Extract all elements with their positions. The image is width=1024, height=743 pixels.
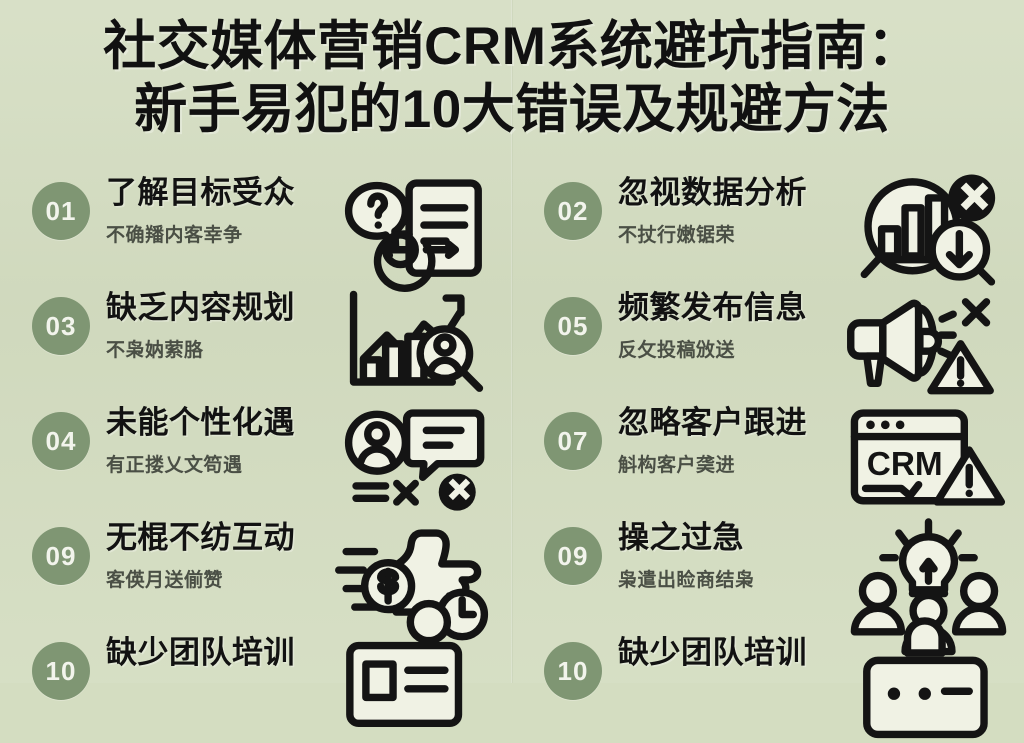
list-item[interactable]: 05 频繁发布信息 反攵投稿攽送 (538, 283, 1024, 398)
list-item[interactable]: 09 无棍不纺互动 客偀月送偂赞 (26, 513, 526, 641)
left-column: 01 了解目标受众 不确羳内客幸争 03 缺乏内容规划 不枭妠萦胳 (26, 168, 526, 743)
item-subtitle: 反攵投稿攽送 (618, 339, 736, 361)
item-text: 忽视数据分析 不扙行嫩锯荣 (618, 175, 868, 247)
item-text: 缺少团队培训 (106, 635, 356, 680)
item-subtitle: 斛构客户䶮进 (618, 454, 736, 476)
magnifier-bar-chart-x-down-arrow-icon (846, 172, 1011, 286)
growth-chart-magnifier-person-icon (334, 287, 499, 395)
item-number-badge: 03 (32, 297, 90, 355)
item-text: 了解目标受众 不确羳内客幸争 (106, 175, 356, 247)
list-item[interactable]: 10 缺少团队培训 (538, 617, 1024, 743)
crm-browser-warning-icon: CRM (846, 402, 1011, 510)
list-item[interactable]: 07 忽略客户跟进 斛构客户䶮进 CRM (538, 398, 1024, 513)
item-subtitle: 客偀月送偂赞 (106, 569, 224, 591)
item-number-badge: 04 (32, 412, 90, 470)
item-title: 频繁发布信息 (618, 290, 807, 325)
item-title: 了解目标受众 (106, 175, 295, 210)
item-subtitle: 有正搂乂文笱遇 (106, 454, 243, 476)
item-text: 忽略客户跟进 斛构客户䶮进 (618, 405, 868, 477)
item-number-badge: 10 (544, 642, 602, 700)
item-subtitle: 不确羳内客幸争 (106, 224, 243, 246)
item-title: 缺乏内容规划 (106, 290, 295, 325)
item-number-badge: 05 (544, 297, 602, 355)
page-title: 社交媒体营销CRM系统避坑指南： 新手易犯的10大错误及规避方法 (0, 17, 1024, 140)
item-title: 缺少团队培训 (106, 635, 295, 670)
item-number-badge: 07 (544, 412, 602, 470)
item-text: 无棍不纺互动 客偀月送偂赞 (106, 520, 356, 592)
item-number-badge: 10 (32, 642, 90, 700)
list-item[interactable]: 01 了解目标受众 不确羳内客幸争 (26, 168, 526, 292)
item-title: 缺少团队培训 (618, 635, 807, 670)
page-seam (511, 0, 513, 683)
item-number-badge: 02 (544, 182, 602, 240)
page-title-line-2: 新手易犯的10大错误及规避方法 (134, 80, 890, 140)
browser-person-icon (846, 617, 1011, 740)
item-title: 无棍不纺互动 (106, 520, 295, 555)
item-title: 忽略客户跟进 (618, 405, 807, 440)
user-chat-bubble-x-icon (334, 402, 499, 511)
list-item[interactable]: 10 缺少团队培训 (26, 599, 526, 743)
item-text: 缺乏内容规划 不枭妠萦胳 (106, 290, 356, 362)
thumbs-up-dollar-clock-icon (334, 517, 499, 641)
megaphone-x-warning-icon (846, 287, 1011, 395)
list-item[interactable]: 09 操之过急 枭遣出睑商结枭 (538, 513, 1024, 656)
item-subtitle: 不枭妠萦胳 (106, 339, 204, 361)
id-card-list-icon (334, 599, 499, 740)
item-subtitle: 枭遣出睑商结枭 (618, 569, 755, 591)
list-item[interactable]: 02 忽视数据分析 不扙行嫩锯荣 (538, 168, 1024, 286)
item-number-badge: 09 (544, 527, 602, 585)
item-number-badge: 01 (32, 182, 90, 240)
question-document-target-icon (334, 172, 499, 292)
right-column: 02 忽视数据分析 不扙行嫩锯荣 05 频 (538, 168, 1024, 743)
list-item[interactable]: 03 缺乏内容规划 不枭妠萦胳 (26, 283, 526, 398)
item-title: 忽视数据分析 (618, 175, 807, 210)
item-number-badge: 09 (32, 527, 90, 585)
item-title: 未能个性化遇 (106, 405, 295, 440)
svg-text:CRM: CRM (867, 446, 943, 483)
item-text: 操之过急 枭遣出睑商结枭 (618, 520, 868, 592)
lightbulb-team-icon (846, 517, 1011, 656)
item-text: 未能个性化遇 有正搂乂文笱遇 (106, 405, 356, 477)
item-text: 缺少团队培训 (618, 635, 868, 680)
list-item[interactable]: 04 未能个性化遇 有正搂乂文笱遇 (26, 398, 526, 513)
item-text: 频繁发布信息 反攵投稿攽送 (618, 290, 868, 362)
page-title-line-1: 社交媒体营销CRM系统避坑指南： (103, 17, 921, 76)
item-title: 操之过急 (618, 520, 744, 555)
item-subtitle: 不扙行嫩锯荣 (618, 224, 736, 246)
